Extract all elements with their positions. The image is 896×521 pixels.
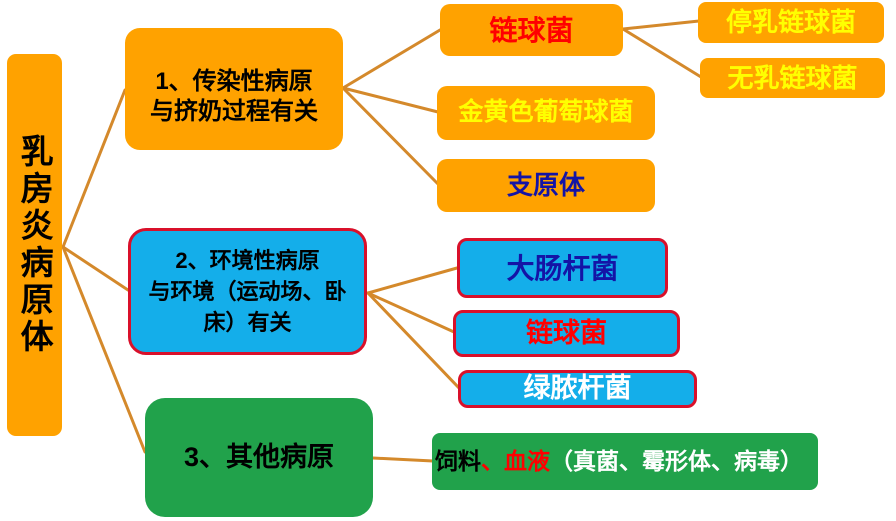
node-strep-agalactiae: 无乳链球菌 [700, 58, 885, 98]
node-pseudomonas: 绿脓杆菌 [458, 370, 697, 408]
node-mycoplasma: 支原体 [437, 159, 655, 212]
other-sources-detail: （真菌、霉形体、病毒） [550, 448, 803, 475]
connector-line [61, 88, 127, 249]
branch-2-line-2: 与环境（运动场、卧 [148, 279, 347, 304]
connector-line [371, 456, 435, 463]
connector-line [621, 19, 701, 31]
connector-line [61, 245, 130, 292]
other-sources-blood: 、血液 [481, 448, 550, 475]
node-branch-2-environmental: 2、环境性病原 与环境（运动场、卧 床）有关 [128, 228, 367, 355]
connector-line [61, 245, 147, 454]
node-streptococcus-environmental: 链球菌 [453, 310, 680, 357]
node-other-sources: 饲料、血液（真菌、霉形体、病毒） [432, 433, 818, 490]
branch-2-line-1: 2、环境性病原 [175, 248, 320, 273]
node-strep-dysgalactiae: 停乳链球菌 [698, 2, 884, 43]
node-branch-3-other: 3、其他病原 [145, 398, 373, 517]
branch-2-line-3: 床）有关 [203, 310, 292, 335]
connector-line [341, 86, 440, 186]
node-branch-1-infectious: 1、传染性病原 与挤奶过程有关 [125, 28, 343, 150]
connector-line [366, 266, 459, 295]
connector-line [341, 28, 442, 90]
node-root-title: 乳房炎病原体 [7, 54, 62, 436]
connector-line [341, 86, 440, 114]
other-sources-feed: 饲料 [435, 448, 481, 475]
connector-line [366, 291, 461, 390]
branch-1-line-2: 与挤奶过程有关 [150, 98, 318, 125]
node-ecoli: 大肠杆菌 [457, 238, 668, 298]
branch-1-line-1: 1、传染性病原 [155, 68, 313, 95]
connector-line [366, 291, 456, 334]
node-staph-aureus: 金黄色葡萄球菌 [437, 86, 655, 140]
node-streptococcus: 链球菌 [440, 4, 623, 56]
connector-line [621, 27, 703, 79]
